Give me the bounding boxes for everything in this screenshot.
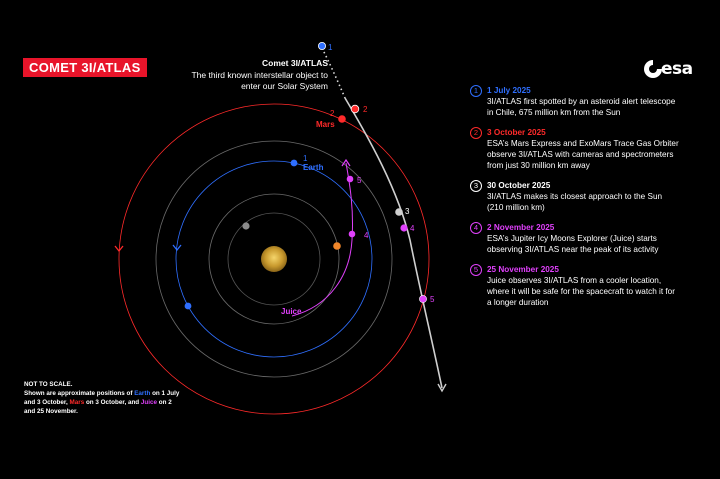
mercury-dot — [242, 222, 250, 230]
comet-name: Comet 3I/ATLAS — [262, 58, 328, 68]
event-item: 1 1 July 2025 3I/ATLAS first spotted by … — [470, 85, 680, 118]
esa-logo-icon — [644, 60, 663, 78]
event-list: 1 1 July 2025 3I/ATLAS first spotted by … — [470, 85, 680, 317]
earth-orbit — [175, 160, 373, 358]
juice-pos-4 — [348, 230, 356, 238]
label-earth: Earth — [303, 163, 324, 172]
event-date: 30 October 2025 — [487, 181, 551, 190]
earth-orbit-chevron-icon — [172, 244, 182, 252]
label-n5-juice: 5 — [357, 176, 362, 185]
earth-dot-october — [184, 302, 192, 310]
event-number: 2 — [470, 127, 482, 139]
esa-logo-text: esa — [661, 59, 693, 79]
comet-pos-2 — [350, 104, 360, 114]
event-description: 3I/ATLAS makes its closest approach to t… — [487, 192, 663, 212]
note-line1: Shown are approximate positions of — [24, 390, 133, 397]
note-heading: NOT TO SCALE. — [24, 381, 73, 388]
event-number: 3 — [470, 180, 482, 192]
page-title: COMET 3I/ATLAS — [23, 58, 147, 77]
comet-trajectory — [344, 97, 443, 389]
event-description: Juice observes 3I/ATLAS from a cooler lo… — [487, 276, 675, 307]
comet-label: Comet 3I/ATLAS The third known interstel… — [178, 58, 328, 93]
scale-note: NOT TO SCALE. Shown are approximate posi… — [24, 380, 184, 416]
mars-orbit — [118, 103, 430, 415]
label-n4-juice: 4 — [364, 231, 369, 240]
note-line4: on 2 and 25 November. — [24, 399, 172, 415]
note-line3: on 3 October, and — [84, 399, 141, 406]
label-n2-comet: 2 — [363, 105, 368, 114]
note-mars: Mars — [69, 399, 85, 406]
comet-arrow-icon — [437, 383, 447, 393]
venus-dot — [333, 242, 341, 250]
event-item: 3 30 October 2025 3I/ATLAS makes its clo… — [470, 180, 680, 213]
juice-arrow-icon — [341, 158, 351, 167]
label-n1-earth: 1 — [303, 154, 308, 163]
event-item: 2 3 October 2025 ESA’s Mars Express and … — [470, 127, 680, 171]
event-number: 4 — [470, 222, 482, 234]
event-item: 4 2 November 2025 ESA’s Jupiter Icy Moon… — [470, 222, 680, 255]
comet-pos-1 — [317, 42, 326, 51]
note-earth: Earth — [134, 390, 151, 397]
event-description: ESA’s Mars Express and ExoMars Trace Gas… — [487, 139, 679, 170]
label-n5-comet: 5 — [430, 295, 435, 304]
juice-trajectory — [291, 162, 354, 317]
comet-pos-4 — [400, 224, 408, 232]
label-n1-comet: 1 — [328, 43, 333, 52]
comet-trajectory-dotted — [321, 47, 346, 99]
comet-pos-3 — [395, 208, 403, 216]
comet-description: The third known interstellar object to e… — [191, 69, 328, 92]
mars-dot — [338, 115, 346, 123]
label-n2-mars: 2 — [330, 109, 335, 118]
mars-orbit-chevron-icon — [114, 245, 124, 253]
juice-pos-5 — [346, 175, 354, 183]
comet-pos-5 — [419, 295, 427, 303]
event-description: ESA’s Jupiter Icy Moons Explorer (Juice)… — [487, 234, 659, 254]
label-n4-comet: 4 — [410, 224, 415, 233]
event-date: 3 October 2025 — [487, 128, 546, 137]
label-n3-comet: 3 — [405, 207, 410, 216]
note-body: Shown are approximate positions of Earth… — [24, 389, 184, 416]
sun — [261, 246, 287, 272]
label-juice: Juice — [281, 307, 302, 316]
event-date: 2 November 2025 — [487, 223, 555, 232]
note-juice: Juice — [140, 399, 157, 406]
label-mars: Mars — [316, 120, 335, 129]
note-line2: on 1 July and 3 October, — [24, 390, 180, 406]
event-description: 3I/ATLAS first spotted by an asteroid al… — [487, 97, 676, 117]
earth-dot-july — [290, 159, 298, 167]
event-date: 1 July 2025 — [487, 86, 531, 95]
inner-orbit — [227, 212, 321, 306]
event-number: 5 — [470, 264, 482, 276]
event-item: 5 25 November 2025 Juice observes 3I/ATL… — [470, 264, 680, 308]
event-date: 25 November 2025 — [487, 265, 559, 274]
outer-orbit — [155, 140, 393, 378]
venus-orbit — [208, 193, 340, 325]
event-number: 1 — [470, 85, 482, 97]
